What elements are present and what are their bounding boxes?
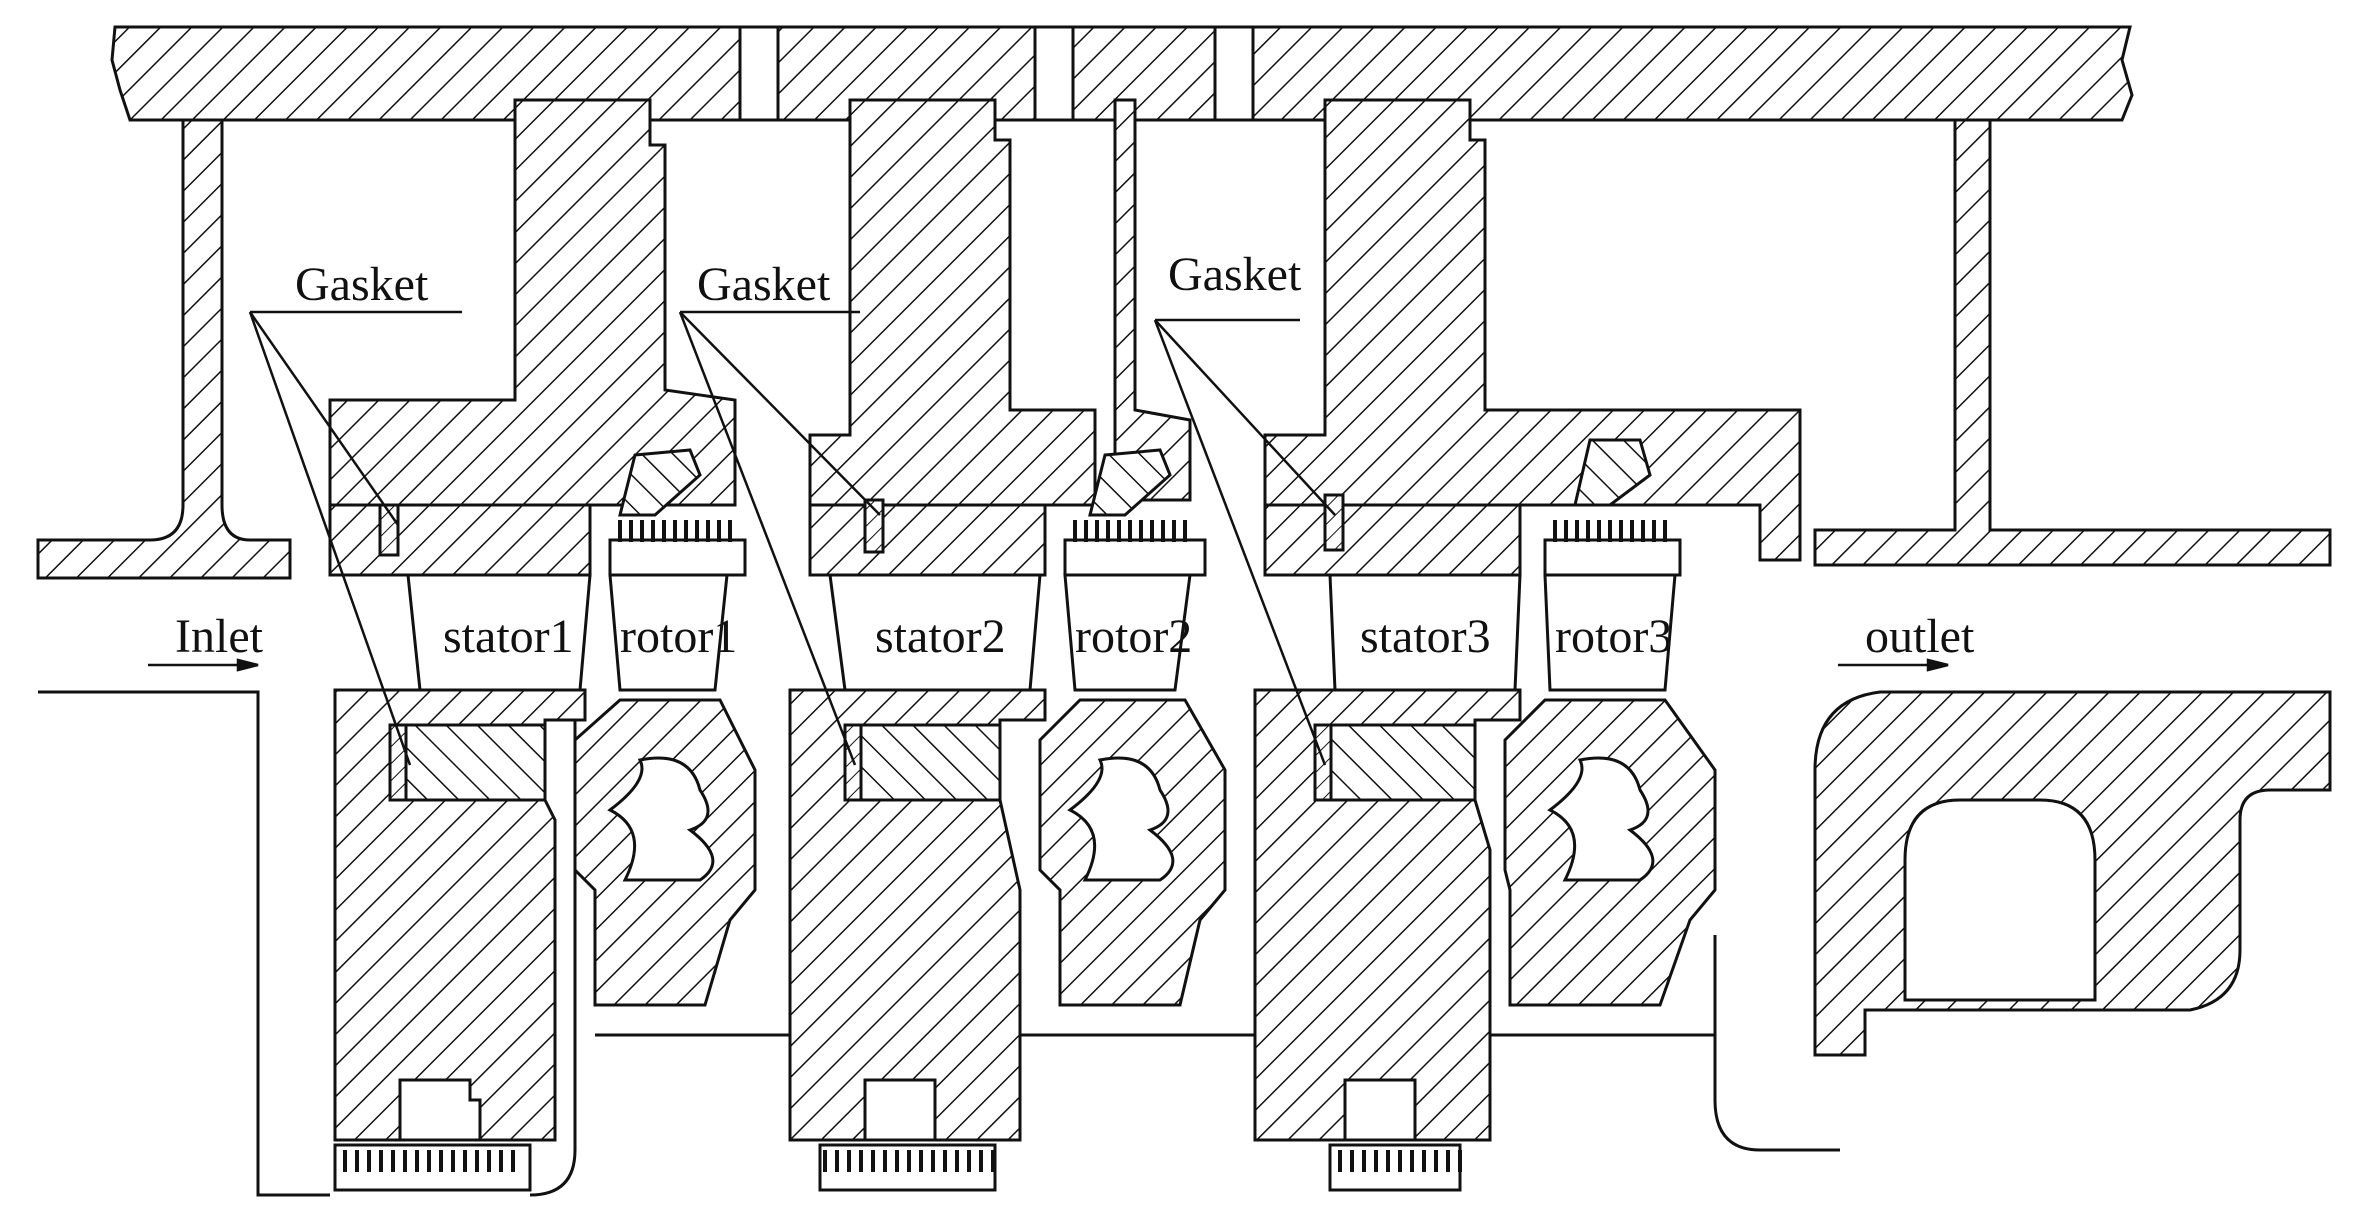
text-labels: Gasket Gasket Gasket Inlet outlet stator… [175,248,1975,663]
flow-path [38,690,1840,1197]
stage-1 [328,98,757,1197]
outlet-support [1813,118,2332,567]
stator2-label: stator2 [875,610,1006,663]
rotor1-label: rotor1 [620,610,737,663]
rotor3-tip-teeth [1553,520,1667,542]
stator3-label: stator3 [1360,610,1491,663]
gasket-label-3: Gasket [1168,248,1302,301]
gasket-label-2: Gasket [697,258,831,311]
rotor3-label: rotor3 [1555,610,1672,663]
leader-lines [248,310,1336,766]
stator3-seal-teeth [1338,1150,1462,1172]
stator2-seal-teeth [823,1150,995,1172]
gasket-label-1: Gasket [295,258,429,311]
rotor2-tip-teeth [1073,520,1187,542]
stator1-label: stator1 [443,610,574,663]
inlet-support [36,118,292,580]
outlet-label: outlet [1865,610,1975,663]
inlet-label: Inlet [175,610,264,663]
rotor2-label: rotor2 [1075,610,1192,663]
outlet-arrowhead [1926,658,1949,672]
inlet-arrowhead [236,658,259,672]
stage-2 [788,98,1227,1192]
stage-3 [1253,98,1802,1192]
top-casing [110,25,2134,122]
stator1-seal-teeth [343,1150,515,1172]
rotor1-tip-teeth [618,520,732,542]
outlet-body [1813,690,2332,1057]
flow-arrows [148,658,1949,672]
